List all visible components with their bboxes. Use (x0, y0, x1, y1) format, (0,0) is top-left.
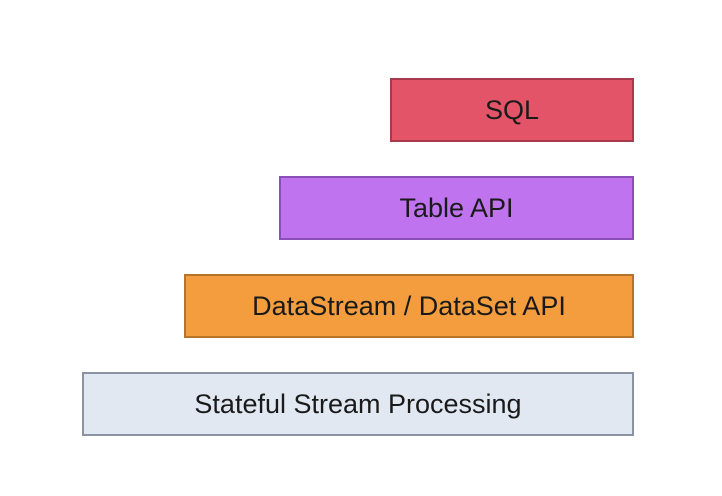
layer-datastream-dataset-api: DataStream / DataSet API (184, 274, 634, 338)
layer-table-api: Table API (279, 176, 634, 240)
layer-stateful-stream-processing-label: Stateful Stream Processing (194, 388, 522, 419)
layer-sql-label: SQL (484, 94, 540, 125)
layer-datastream-dataset-api-label: DataStream / DataSet API (252, 290, 566, 321)
layer-table-api-label: Table API (399, 192, 514, 223)
layer-stateful-stream-processing: Stateful Stream Processing (82, 372, 634, 436)
layer-sql: SQL (390, 78, 634, 142)
